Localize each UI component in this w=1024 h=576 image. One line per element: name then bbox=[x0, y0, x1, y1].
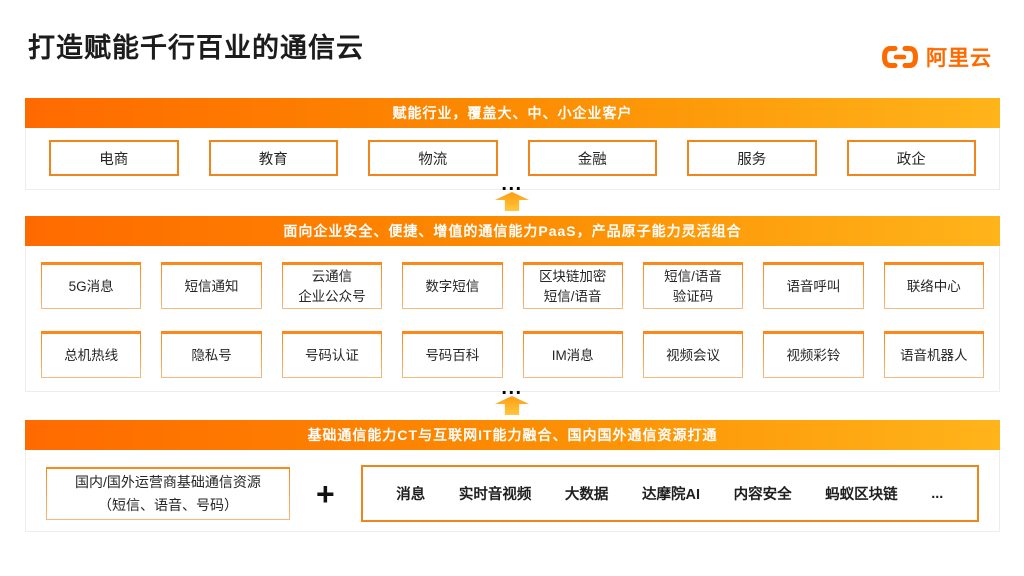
section-paas: 面向企业安全、便捷、增值的通信能力PaaS，产品原子能力灵活组合 5G消息短信通… bbox=[25, 216, 1000, 392]
up-arrow-icon bbox=[495, 192, 529, 211]
paas-box: 语音机器人 bbox=[883, 331, 984, 378]
paas-row-1: 5G消息短信通知云通信 企业公众号数字短信区块链加密 短信/语音短信/语音 验证… bbox=[26, 262, 999, 309]
alibaba-cloud-logo: 阿里云 bbox=[881, 42, 992, 72]
resource-box: 国内/国外运营商基础通信资源 （短信、语音、号码） bbox=[46, 467, 290, 520]
ellipsis-dots: ... bbox=[501, 173, 523, 195]
capability-item: 蚂蚁区块链 bbox=[825, 487, 898, 503]
industry-box: 电商 bbox=[49, 140, 179, 176]
capability-item: ... bbox=[931, 485, 944, 502]
section-industries: 赋能行业，覆盖大、中、小企业客户 电商教育物流金融服务政企 bbox=[25, 98, 1000, 190]
paas-box: 总机热线 bbox=[41, 331, 142, 378]
industries-banner: 赋能行业，覆盖大、中、小企业客户 bbox=[25, 98, 1000, 128]
capabilities-box: 消息 实时音视频 大数据 达摩院AI 内容安全 蚂蚁区块链... bbox=[360, 465, 979, 522]
capability-item: 大数据 bbox=[564, 487, 609, 503]
paas-box: 视频彩铃 bbox=[763, 331, 864, 378]
industry-box: 教育 bbox=[208, 140, 338, 176]
paas-box: 短信/语音 验证码 bbox=[642, 262, 744, 309]
paas-box: 号码百科 bbox=[402, 331, 503, 378]
industry-box: 服务 bbox=[687, 140, 817, 176]
industry-box: 物流 bbox=[368, 140, 498, 176]
capability-item: 达摩院AI bbox=[642, 487, 700, 503]
capability-item: 内容安全 bbox=[733, 487, 792, 503]
industry-box: 政企 bbox=[846, 140, 976, 176]
industry-box: 金融 bbox=[527, 140, 657, 176]
paas-box: 隐私号 bbox=[161, 331, 262, 378]
plus-sign: + bbox=[316, 475, 335, 512]
connector-1: ... bbox=[0, 173, 1024, 211]
paas-box: 联络中心 bbox=[883, 262, 984, 309]
paas-box: 数字短信 bbox=[402, 262, 503, 309]
paas-box: 视频会议 bbox=[642, 331, 744, 378]
paas-box: 区块链加密 短信/语音 bbox=[522, 262, 623, 309]
paas-box: 5G消息 bbox=[41, 262, 142, 309]
section-foundation: 基础通信能力CT与互联网IT能力融合、国内国外通信资源打通 国内/国外运营商基础… bbox=[25, 420, 1000, 532]
paas-box: 云通信 企业公众号 bbox=[281, 262, 383, 309]
foundation-content: 国内/国外运营商基础通信资源 （短信、语音、号码） + 消息 实时音视频 大数据 达摩… bbox=[26, 450, 999, 536]
up-arrow-icon bbox=[495, 396, 529, 415]
capability-item: 消息 bbox=[396, 487, 426, 503]
paas-box: 号码认证 bbox=[281, 331, 383, 378]
connector-2: ... bbox=[0, 377, 1024, 415]
paas-box: 语音呼叫 bbox=[763, 262, 864, 309]
cloud-brackets-icon bbox=[881, 45, 919, 69]
paas-row-2: 总机热线隐私号号码认证号码百科 IM消息视频会议视频彩铃语音机器人 bbox=[26, 331, 999, 378]
ellipsis-dots: ... bbox=[501, 377, 523, 399]
industry-row: 电商教育物流金融服务政企 bbox=[26, 128, 999, 190]
capability-item: 实时音视频 bbox=[458, 487, 532, 503]
foundation-banner: 基础通信能力CT与互联网IT能力融合、国内国外通信资源打通 bbox=[25, 420, 1000, 450]
paas-box: IM消息 bbox=[522, 331, 623, 378]
paas-banner: 面向企业安全、便捷、增值的通信能力PaaS，产品原子能力灵活组合 bbox=[25, 216, 1000, 246]
logo-text: 阿里云 bbox=[926, 47, 992, 70]
paas-box: 短信通知 bbox=[161, 262, 262, 309]
page-title: 打造赋能千行百业的通信云 bbox=[28, 33, 364, 63]
